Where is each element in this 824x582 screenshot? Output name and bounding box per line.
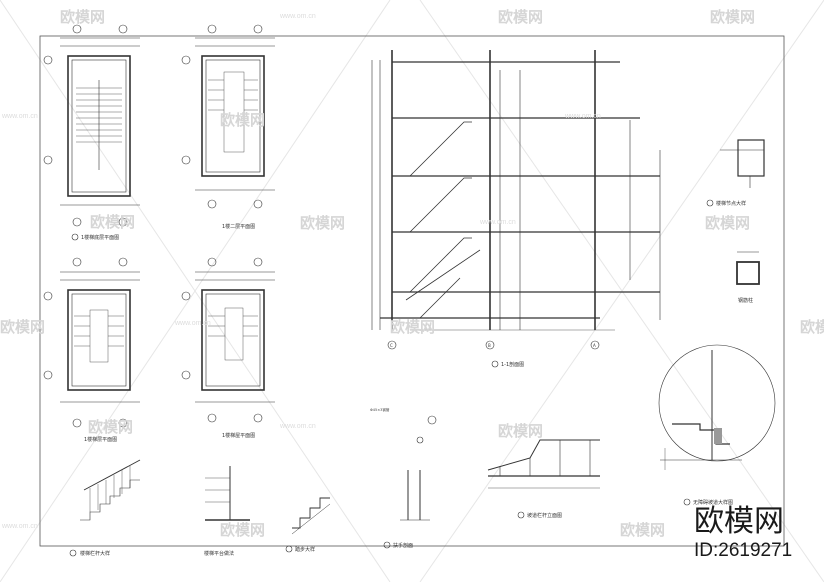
logo-text: 欧模网 bbox=[694, 504, 784, 539]
section-index-icon bbox=[491, 360, 499, 368]
pipe-label: Φ45×3钢管 bbox=[370, 407, 390, 412]
step-title: 踏步大样 bbox=[295, 546, 315, 553]
watermark-layer: 欧模网 www.om.cn 欧模网 欧模网 www.om.cn 欧模网 www.… bbox=[0, 8, 824, 539]
svg-text:A: A bbox=[593, 343, 596, 348]
section-axis-labels: C B A bbox=[390, 343, 596, 348]
plan-1-title: 1楼梯底层平面图 bbox=[81, 234, 119, 241]
detail-c bbox=[658, 344, 776, 470]
watermark-brand: 欧模网 bbox=[90, 213, 135, 231]
plan-2-title: 1楼二层平面图 bbox=[222, 223, 255, 230]
detail-c-index-icon bbox=[683, 498, 691, 506]
handrail-index-icon bbox=[383, 541, 391, 549]
plan-1-index-icon bbox=[71, 233, 79, 241]
detail-a-index-icon bbox=[706, 199, 714, 207]
svg-text:B: B bbox=[488, 343, 491, 348]
watermark-brand: 欧模网 bbox=[300, 214, 345, 232]
step-detail bbox=[291, 497, 331, 535]
platform-detail bbox=[205, 466, 250, 521]
step-index-icon bbox=[285, 545, 293, 553]
watermark-url: www.om.cn bbox=[1, 523, 38, 530]
plan-4 bbox=[181, 257, 275, 423]
watermark-url: www.om.cn bbox=[174, 320, 211, 327]
watermark-url: www.om.cn bbox=[1, 113, 38, 120]
platform-title: 楼梯平台做法 bbox=[204, 550, 234, 557]
sheet-border bbox=[39, 35, 785, 547]
railing-detail bbox=[80, 459, 141, 521]
watermark-brand: 欧模网 bbox=[498, 8, 543, 26]
plan-4-title: 1楼梯屋平面图 bbox=[222, 432, 255, 439]
watermark-url: www.om.cn bbox=[564, 113, 601, 120]
detail-c-title: 无障碍坡道大样图 bbox=[693, 499, 733, 506]
plan-2 bbox=[181, 24, 275, 209]
watermark-url: www.om.cn bbox=[279, 423, 316, 430]
detail-a bbox=[720, 139, 765, 188]
watermark-brand: 欧模网 bbox=[60, 8, 105, 26]
ramp-detail bbox=[487, 439, 600, 489]
handrail-title: 扶手剖面 bbox=[393, 542, 413, 549]
svg-text:C: C bbox=[390, 343, 393, 348]
plan-3-title: 1楼梯层平面图 bbox=[84, 436, 117, 443]
handrail-detail bbox=[400, 415, 437, 521]
watermark-brand: 欧模网 bbox=[498, 422, 543, 440]
railing-index-icon bbox=[69, 549, 77, 557]
plan-3 bbox=[43, 257, 140, 428]
section-1-1 bbox=[371, 50, 661, 350]
watermark-brand: 欧模网 bbox=[390, 318, 435, 336]
watermark-brand: 欧模网 bbox=[705, 214, 750, 232]
watermark-url: www.om.cn bbox=[479, 219, 516, 226]
ramp-title: 坡道栏杆立面图 bbox=[527, 512, 562, 519]
railing-title: 楼梯栏杆大样 bbox=[80, 550, 110, 557]
watermark-brand: 欧模网 bbox=[220, 521, 265, 539]
watermark-brand: 欧模网 bbox=[0, 318, 45, 336]
id-text: ID:2619271 bbox=[694, 540, 792, 561]
detail-a-title: 楼梯节点大样 bbox=[716, 200, 746, 207]
detail-b bbox=[736, 251, 760, 285]
detail-b-title: 钢筋柱 bbox=[738, 297, 753, 304]
watermark-brand: 欧模网 bbox=[800, 318, 824, 336]
section-title: 1-1剖面图 bbox=[501, 361, 524, 368]
watermark-brand: 欧模网 bbox=[620, 521, 665, 539]
ramp-index-icon bbox=[517, 511, 525, 519]
watermark-brand: 欧模网 bbox=[220, 111, 265, 129]
watermark-brand: 欧模网 bbox=[88, 418, 133, 436]
plan-1 bbox=[43, 24, 140, 227]
watermark-brand: 欧模网 bbox=[710, 8, 755, 26]
watermark-url: www.om.cn bbox=[279, 13, 316, 20]
